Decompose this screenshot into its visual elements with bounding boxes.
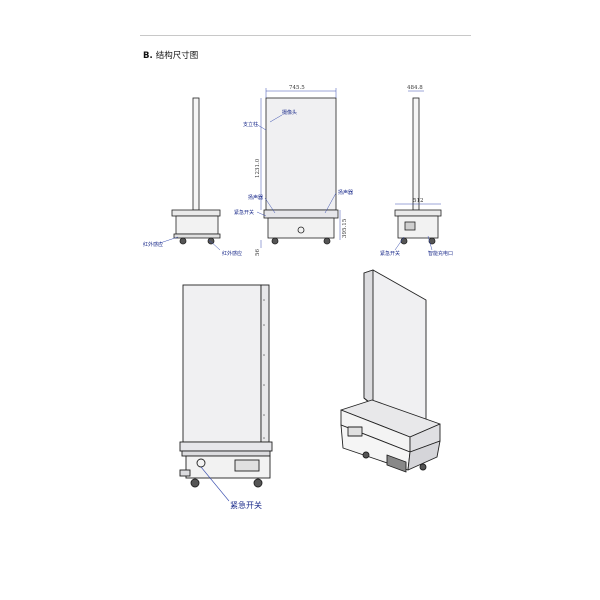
charge-port-label: 智能充电口 xyxy=(428,250,453,257)
section-title: 结构尺寸图 xyxy=(155,51,199,61)
iso-base-window xyxy=(347,426,363,437)
iso-screen-side xyxy=(363,269,374,406)
side-bumper xyxy=(173,233,221,239)
side-base xyxy=(175,215,219,235)
right-dimension-lines xyxy=(394,90,441,251)
right-side-view xyxy=(394,97,442,245)
iso-wheel-right xyxy=(419,463,427,471)
emergency-label-large: 紧急开关 xyxy=(230,500,262,510)
front-wheel-right xyxy=(323,237,331,245)
dim-base-gap: 56 xyxy=(255,249,261,256)
emergency-leader-line xyxy=(200,466,230,502)
top-divider xyxy=(140,35,471,36)
right-wheel-left xyxy=(400,237,408,245)
front-base xyxy=(267,217,335,239)
front-view xyxy=(263,97,339,245)
large-wheel-left xyxy=(190,478,200,488)
side-pole xyxy=(192,97,200,211)
large-panel-screws xyxy=(263,299,265,439)
dim-height-screen: 1231.0 xyxy=(255,158,261,178)
large-screen-panel xyxy=(182,284,262,443)
side-wheel-right xyxy=(207,237,215,245)
front-top-plate xyxy=(263,209,339,219)
side-wheel-left xyxy=(179,237,187,245)
large-screen-edge xyxy=(260,284,270,443)
section-heading: B.结构尺寸图 xyxy=(143,49,198,61)
speaker-label-left: 扬声器 xyxy=(248,194,263,201)
iso-lower-side xyxy=(407,440,441,471)
front-screen-panel xyxy=(265,97,337,211)
right-panel-window xyxy=(404,221,416,231)
front-dimension-lines xyxy=(255,88,341,248)
front-wheel-left xyxy=(271,237,279,245)
iso-front-vent xyxy=(386,454,407,473)
dim-depth-base: 512 xyxy=(413,198,424,204)
right-top-plate xyxy=(394,209,442,217)
right-base xyxy=(397,215,439,239)
large-base-window xyxy=(234,459,260,472)
front-emergency-button xyxy=(297,226,305,234)
right-wheel-right xyxy=(428,237,436,245)
iso-wheel-left xyxy=(362,451,370,459)
large-side-view xyxy=(179,284,273,488)
isometric-view xyxy=(340,269,441,473)
large-top-plate xyxy=(179,441,273,452)
side-top-plate xyxy=(171,209,221,217)
side-view xyxy=(159,97,221,251)
large-plate-lip xyxy=(181,450,271,457)
ir-sensor-label-bottom: 红外感应 xyxy=(222,250,242,257)
emergency-label-front: 紧急开关 xyxy=(234,209,254,216)
section-number: B. xyxy=(143,51,153,61)
dim-width-top: 745.5 xyxy=(289,85,305,91)
large-side-bumper xyxy=(179,469,191,477)
large-wheel-right xyxy=(253,478,263,488)
dim-depth-top: 484.8 xyxy=(407,85,423,91)
dim-height-base: 395.15 xyxy=(342,218,348,238)
speaker-label-right: 扬声器 xyxy=(338,189,353,196)
ir-sensor-label-left: 红外感应 xyxy=(143,241,163,248)
camera-label: 摄像头 xyxy=(282,109,297,116)
right-pole xyxy=(412,97,420,211)
emergency-label-side: 紧急开关 xyxy=(380,250,400,257)
pole-label: 支立柱 xyxy=(243,121,258,128)
